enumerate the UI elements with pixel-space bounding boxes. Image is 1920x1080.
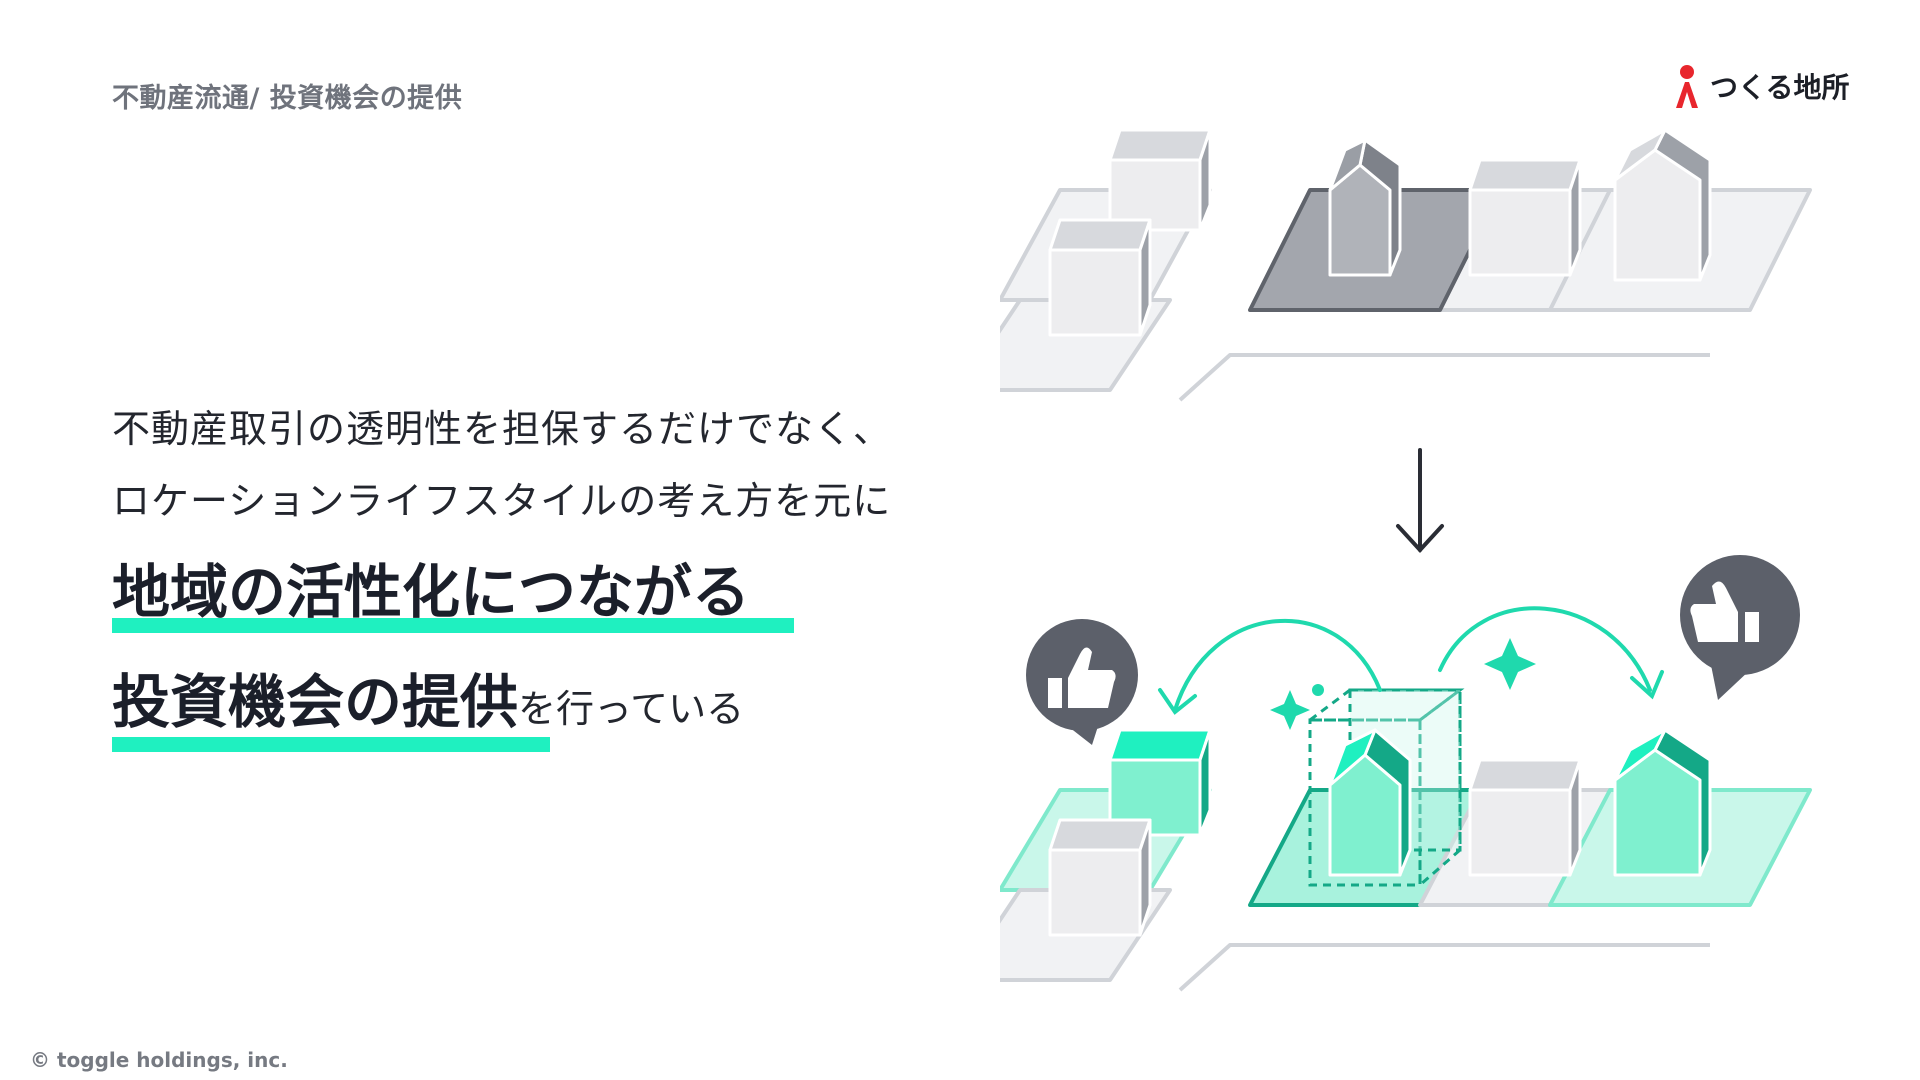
house-icon <box>1328 138 1402 277</box>
breadcrumb: 不動産流通/ 投資機会の提供 <box>112 83 463 114</box>
lead-line-2: ロケーションライフスタイルの考え方を元に <box>112 479 892 523</box>
headline-2: 投資機会の提供を行っている <box>112 655 744 739</box>
headline-underline-2 <box>112 737 550 752</box>
box-building-icon <box>1468 158 1582 277</box>
curved-arrow-icon <box>1158 618 1382 715</box>
copyright: © toggle holdings, inc. <box>30 1048 288 1072</box>
sparkle-icon <box>1484 638 1536 690</box>
box-building-icon <box>1048 218 1152 337</box>
thumbs-up-icon <box>1680 555 1800 700</box>
road-line <box>1178 943 1710 992</box>
box-building-icon <box>1048 818 1152 937</box>
box-building-icon <box>1108 728 1212 837</box>
lead-line-1: 不動産取引の透明性を担保するだけでなく、 <box>112 407 893 451</box>
sparkle-icon <box>1270 684 1324 730</box>
logo-person-icon <box>1676 65 1698 108</box>
down-arrow-icon <box>1396 448 1444 553</box>
logo: つくる地所 <box>1672 62 1849 110</box>
house-icon <box>1613 728 1712 877</box>
box-building-icon <box>1468 758 1582 877</box>
headline-1: 地域の活性化につながる <box>112 558 751 626</box>
curved-arrow-icon <box>1438 606 1664 700</box>
headline-2-main: 投資機会の提供 <box>112 668 519 736</box>
headline-2-tail: を行っている <box>518 687 745 731</box>
house-icon <box>1328 728 1412 877</box>
headline-underline-1 <box>112 618 794 633</box>
logo-text: つくる地所 <box>1710 71 1850 104</box>
road-line <box>1178 353 1710 402</box>
box-building-icon <box>1108 130 1212 232</box>
neighborhood-illustration <box>1000 130 1812 992</box>
thumbs-up-icon <box>1026 619 1138 745</box>
house-icon <box>1613 130 1712 282</box>
